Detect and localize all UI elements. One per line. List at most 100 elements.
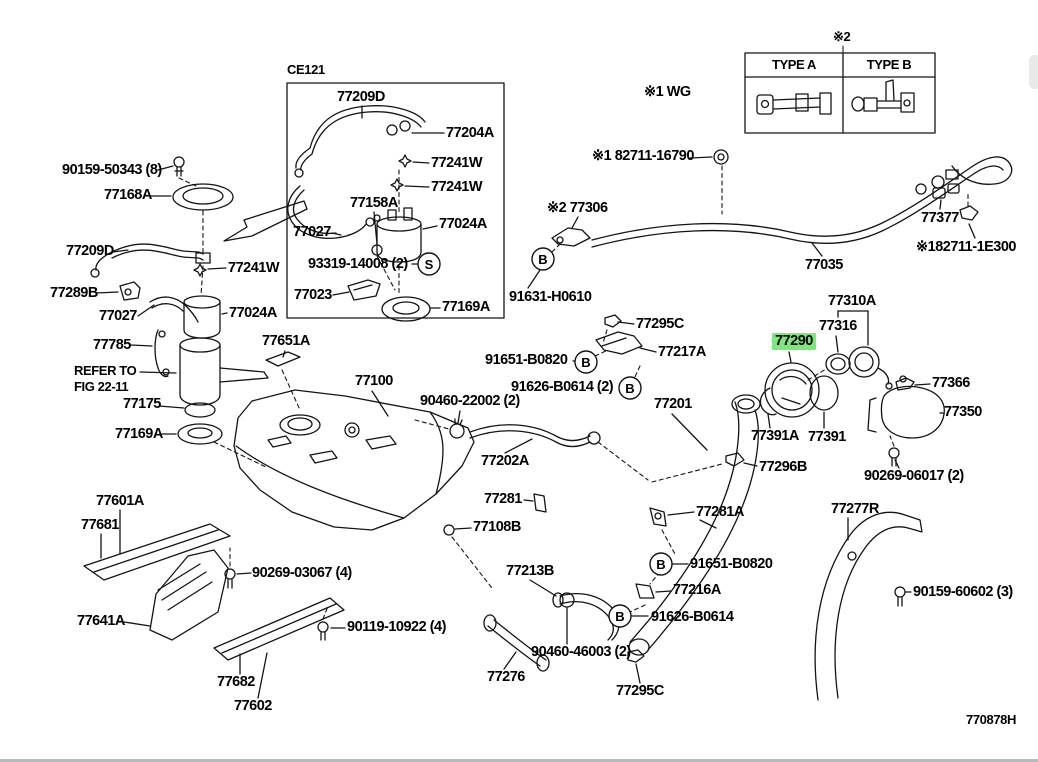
part-label-77391A: 77391A	[751, 428, 799, 444]
part-label-77316: 77316	[819, 318, 857, 334]
marker-b-circle-5: B	[608, 604, 632, 628]
table-header-type-a: TYPE A	[771, 57, 817, 72]
part-label-91651-B0820-lower: 91651-B0820	[690, 556, 773, 572]
marker-b-circle-2: B	[574, 350, 598, 374]
part-label-77310A: 77310A	[828, 293, 876, 309]
marker-label-wg: ※1 WG	[644, 84, 691, 100]
part-label-77027: 77027	[99, 308, 137, 324]
part-label-77785: 77785	[93, 337, 131, 353]
part-label-77201: 77201	[654, 396, 692, 412]
part-label-77035: 77035	[805, 257, 843, 273]
part-label-77027-inset: 77027	[293, 224, 331, 240]
part-label-77651A: 77651A	[262, 333, 310, 349]
heat-shield-drawing	[149, 549, 229, 641]
table-header-type-b: TYPE B	[866, 57, 912, 72]
part-label-91631-H0610: 91631-H0610	[509, 289, 592, 305]
part-label-77168A: 77168A	[104, 187, 152, 203]
fuel-pump-assembly-drawing	[90, 156, 269, 445]
part-label-77024A: 77024A	[229, 305, 277, 321]
filler-hoses-drawing	[483, 314, 745, 672]
table-marker: ※2	[833, 29, 851, 44]
part-label-77281A: 77281A	[696, 504, 744, 520]
part-label-77289B: 77289B	[50, 285, 98, 301]
part-label-77158A: 77158A	[350, 195, 398, 211]
part-label-90159-50343: 90159-50343 (8)	[62, 162, 162, 178]
quarter-brace-drawing	[814, 511, 923, 701]
part-label-77295C: 77295C	[636, 316, 684, 332]
part-label-77290-highlighted[interactable]: 77290	[772, 333, 816, 351]
tank-pad-drawing	[265, 351, 301, 367]
part-label-77295C-lower: 77295C	[616, 683, 664, 699]
part-label-77350: 77350	[944, 404, 982, 420]
part-label-90119-10922: 90119-10922 (4)	[347, 619, 446, 635]
part-label-77377: 77377	[921, 210, 959, 226]
tank-strap-2-drawing	[213, 597, 345, 661]
svg-text:B: B	[538, 252, 547, 267]
fuel-tank-drawing	[233, 389, 475, 531]
part-label-77241W: 77241W	[228, 260, 280, 276]
part-label-77296B: 77296B	[759, 459, 807, 475]
part-label-77169A-inset: 77169A	[442, 299, 490, 315]
svg-text:B: B	[615, 609, 624, 624]
part-label-90460-22002: 90460-22002 (2)	[420, 393, 520, 409]
inset-box	[286, 82, 505, 319]
part-label-77681: 77681	[81, 517, 119, 533]
marker-s-circle: S	[417, 252, 441, 276]
marker-b-circle-1: B	[531, 247, 555, 271]
assembly-dashed-lines	[178, 165, 969, 620]
refer-note: REFER TO FIG 22-11	[74, 363, 137, 395]
part-label-77213B: 77213B	[506, 563, 554, 579]
part-label-77202A: 77202A	[481, 453, 529, 469]
scrollbar-artifact	[1029, 55, 1038, 89]
svg-text:B: B	[625, 381, 634, 396]
inset-title: CE121	[287, 62, 325, 77]
part-label-77602: 77602	[234, 698, 272, 714]
svg-text:S: S	[425, 257, 434, 272]
part-label-77277R: 77277R	[831, 501, 879, 517]
part-label-77276: 77276	[487, 669, 525, 685]
part-label-90159-60602: 90159-60602 (3)	[913, 584, 1013, 600]
part-label-77241W-inset-2: 77241W	[431, 179, 483, 195]
leader-lines	[95, 105, 976, 699]
fuel-lid-drawing	[867, 375, 945, 467]
type-a-drawing	[756, 92, 832, 115]
part-label-77241W-inset-1: 77241W	[431, 155, 483, 171]
fuel-cap-drawing	[759, 346, 893, 418]
figure-code: 770878H	[966, 712, 1016, 727]
part-label-77216A: 77216A	[673, 582, 721, 598]
part-label-77601A: 77601A	[96, 493, 144, 509]
marker-b-circle-4: B	[649, 552, 673, 576]
part-label-77024A-inset: 77024A	[439, 216, 487, 232]
tank-strap-1-drawing	[83, 523, 231, 581]
part-label-93319-14008: 93319-14008 (2)	[308, 256, 408, 272]
part-label-77175: 77175	[123, 396, 161, 412]
part-label-77391: 77391	[808, 429, 846, 445]
part-label-77100: 77100	[355, 373, 393, 389]
part-label-77682: 77682	[217, 674, 255, 690]
inset-dashed-lines	[376, 169, 400, 297]
part-label-77023: 77023	[294, 287, 332, 303]
part-label-77169A: 77169A	[115, 426, 163, 442]
part-label-77306: ※2 77306	[547, 200, 608, 216]
part-label-90460-46003: 90460-46003 (2)	[531, 644, 631, 660]
part-label-91626-B0614: 91626-B0614 (2)	[511, 379, 614, 395]
part-label-77281: 77281	[484, 491, 522, 507]
part-label-91626-B0614-lower: 91626-B0614	[651, 609, 734, 625]
part-label-77217A: 77217A	[658, 344, 706, 360]
type-b-drawing	[851, 79, 915, 113]
detail-arrow-icon	[223, 200, 308, 242]
inset-fuel-tube-drawing	[287, 105, 431, 322]
svg-text:B: B	[656, 557, 665, 572]
part-label-77108B: 77108B	[473, 519, 521, 535]
part-label-91651-B0820: 91651-B0820	[485, 352, 568, 368]
part-label-77209D-inset: 77209D	[337, 89, 385, 105]
part-label-90269-06017: 90269-06017 (2)	[864, 468, 964, 484]
part-label-82711-16790: ※1 82711-16790	[592, 148, 694, 164]
part-label-77366: 77366	[932, 375, 970, 391]
part-label-82711-1E300: ※182711-1E300	[916, 239, 1017, 255]
marker-b-circle-3: B	[618, 376, 642, 400]
svg-text:B: B	[581, 355, 590, 370]
variant-table	[744, 45, 936, 134]
